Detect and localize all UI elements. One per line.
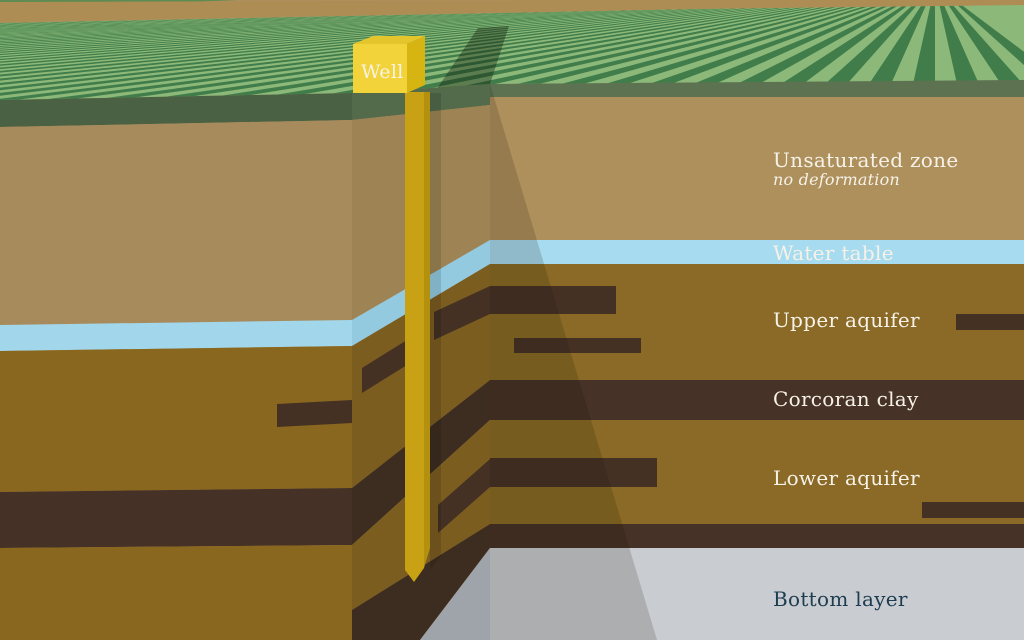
label-water-table: Water table (773, 241, 894, 265)
unsaturated-zone-left-face (0, 120, 352, 325)
well-casing-pipe (405, 92, 424, 582)
label-lower-aquifer: Lower aquifer (773, 466, 920, 490)
corcoran-clay-left-face (0, 488, 352, 548)
label-upper-aquifer: Upper aquifer (773, 308, 920, 332)
water-table-right-face (490, 240, 1024, 264)
bottom-layer-mid-face (420, 548, 490, 640)
label-no-deformation: no deformation (773, 170, 900, 189)
well-head-top (353, 36, 425, 44)
corcoran-clay-right-face (490, 380, 1024, 420)
sediment-lens (514, 338, 641, 353)
field-corner-shadow (434, 26, 509, 93)
sediment-lens (956, 314, 1024, 330)
bottom-layer-right-face (490, 548, 1024, 640)
well-casing-pipe-side (424, 92, 430, 568)
water-table-left-face (0, 320, 352, 351)
sediment-lens (438, 459, 490, 533)
sediment-lens (922, 502, 1024, 518)
well-head-front (353, 44, 407, 93)
topsoil-right-face (490, 80, 1024, 97)
label-corcoran-clay: Corcoran clay (773, 387, 919, 411)
sediment-lens (362, 340, 407, 393)
label-bottom-layer: Bottom layer (773, 587, 908, 611)
topsoil-left-face (0, 93, 352, 127)
unsaturated-zone-right-face (490, 97, 1024, 240)
pipe-shadow (430, 93, 441, 570)
sediment-lens (490, 286, 616, 314)
lower-aquifer-right-face (490, 420, 1024, 524)
deep-clay-band-mid-face (352, 524, 490, 640)
upper-aquifer-left-face (0, 346, 352, 492)
sediment-lens (434, 286, 490, 340)
label-unsaturated-zone: Unsaturated zone (773, 148, 958, 172)
sediment-lens (277, 400, 352, 427)
well-label: Well (361, 61, 404, 83)
sediment-lens (490, 458, 657, 487)
well-head-side (407, 36, 425, 93)
lower-aquifer-left-face (0, 545, 352, 640)
corner-shadow (490, 84, 657, 640)
deep-clay-band-right-face (490, 524, 1024, 548)
far-dirt-strip (0, 0, 1024, 22)
